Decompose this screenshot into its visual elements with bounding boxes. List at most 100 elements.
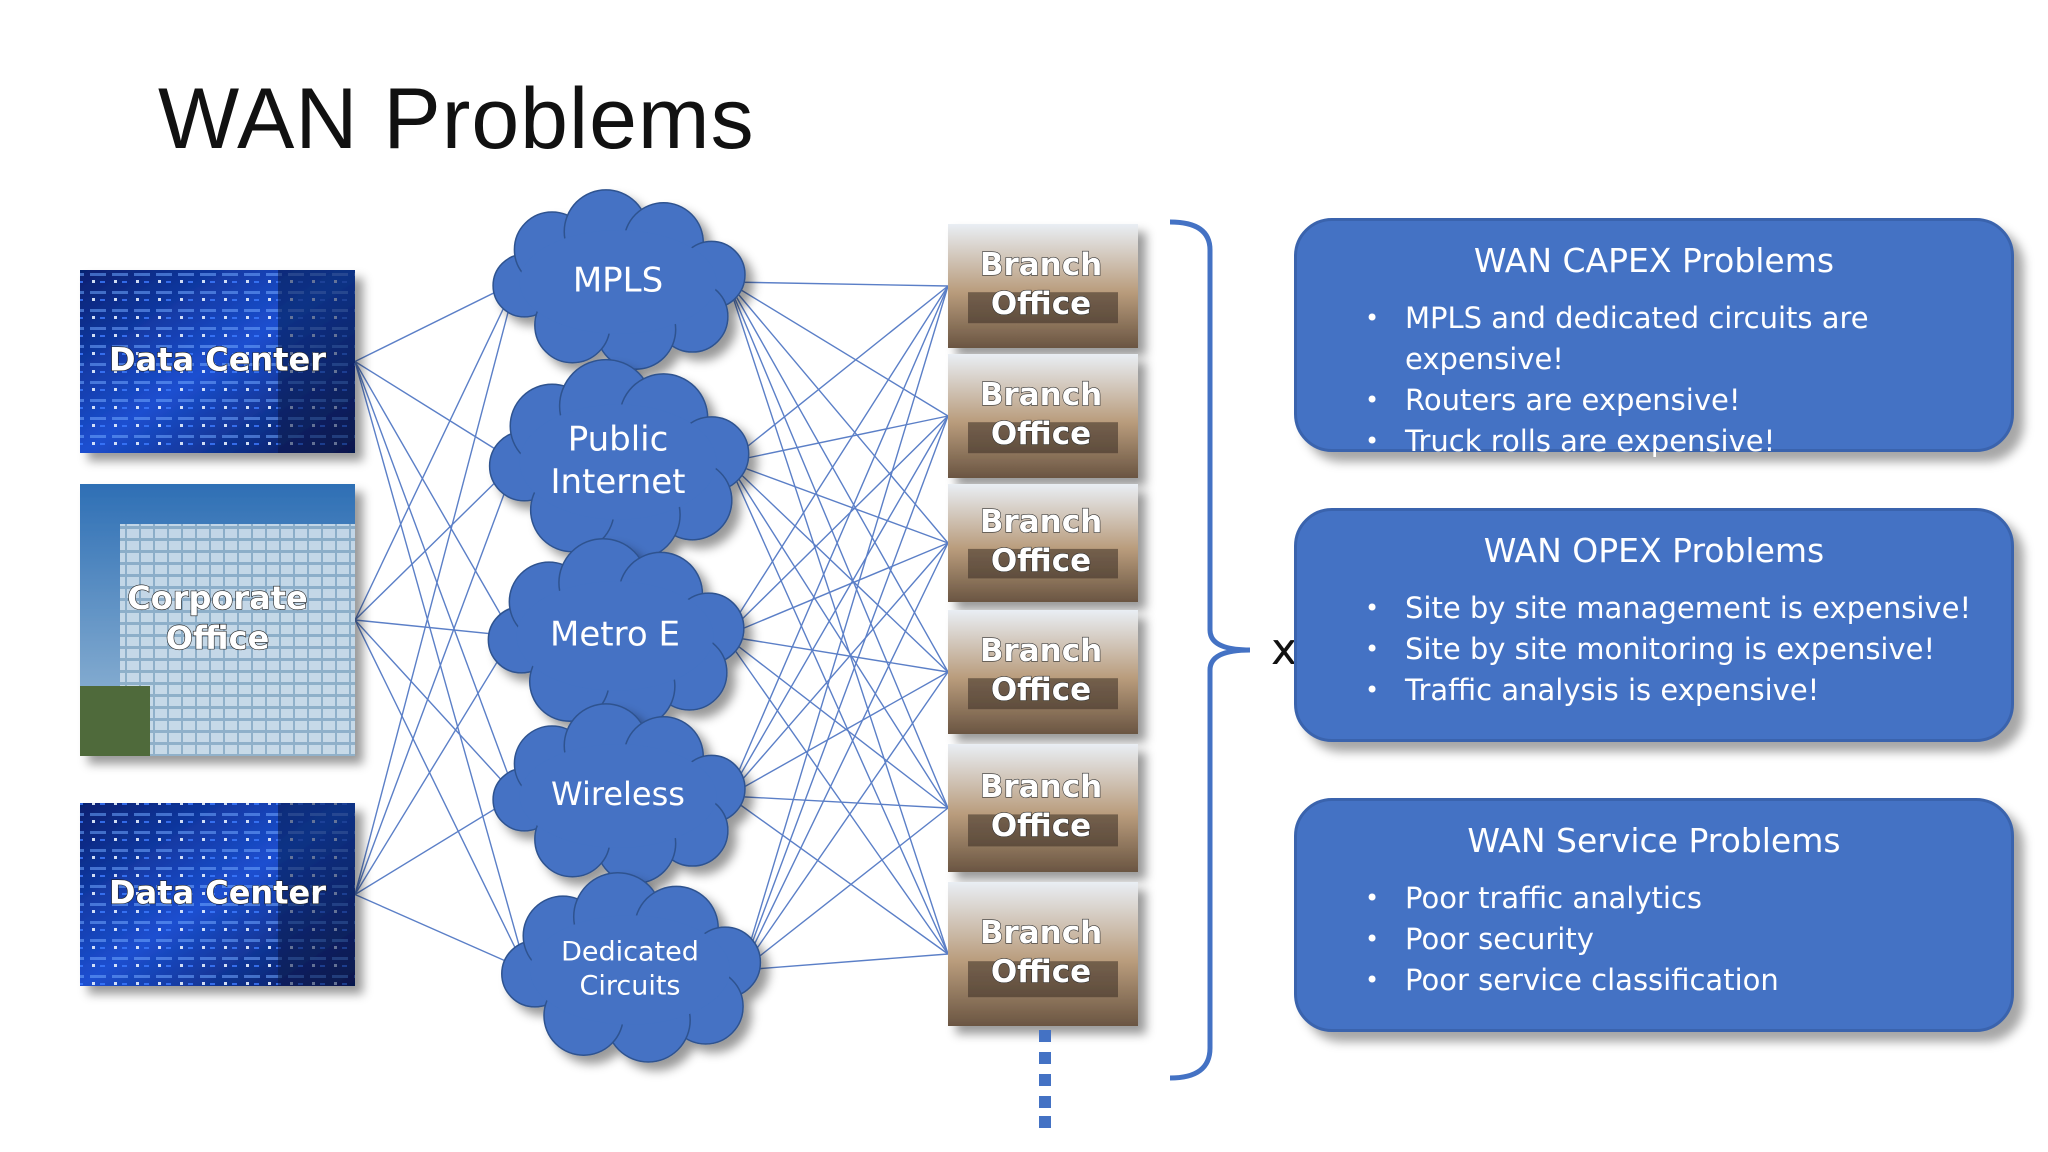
panel-bullet: Traffic analysis is expensive!	[1365, 670, 2011, 711]
branch-office-4	[948, 610, 1138, 734]
problem-panel-1: WAN CAPEX ProblemsMPLS and dedicated cir…	[1294, 218, 2014, 462]
panel-title: WAN Service Problems	[1467, 821, 1841, 860]
link-site-2-cloud-2	[354, 635, 514, 895]
link-cloud-4-branch-0	[741, 285, 949, 971]
link-cloud-2-branch-0	[724, 285, 949, 637]
panel-title: WAN CAPEX Problems	[1473, 241, 1835, 280]
aisle-shade	[278, 803, 355, 986]
link-site-0-cloud-0	[354, 281, 517, 363]
branch-label: Branch	[980, 504, 1102, 540]
site-dc2	[80, 803, 355, 986]
branch-photo	[948, 484, 1138, 602]
cloud-label: Metro E	[550, 615, 680, 655]
link-site-1-cloud-0	[354, 281, 517, 621]
link-site-1-cloud-2	[354, 619, 514, 637]
site-dc1	[80, 270, 355, 453]
link-cloud-0-branch-5	[727, 281, 949, 955]
link-cloud-1-branch-4	[727, 461, 949, 809]
panel-bullet: Routers are expensive!	[1365, 380, 2011, 421]
link-cloud-0-branch-2	[727, 281, 949, 544]
site-label: Data Center	[109, 874, 326, 912]
cloud-fill	[519, 404, 717, 520]
panel-bullet-list: Poor traffic analyticsPoor securityPoor …	[1297, 878, 2011, 1001]
link-cloud-4-branch-3	[741, 671, 949, 971]
cloud-internet	[488, 358, 750, 560]
link-cloud-3-branch-0	[727, 285, 949, 797]
panel-bullet: Truck rolls are expensive!	[1365, 421, 2011, 462]
connection-lines	[354, 281, 949, 971]
panel-bullet: Poor security	[1365, 919, 2011, 960]
link-cloud-4-branch-2	[741, 542, 949, 971]
link-cloud-2-branch-4	[724, 635, 949, 809]
problem-panel-2: WAN OPEX ProblemsSite by site management…	[1294, 508, 2014, 742]
cloud-fill	[529, 915, 731, 1025]
site-label: Office	[166, 619, 270, 657]
continuation-dot	[1039, 1052, 1051, 1064]
cloud-label: Internet	[550, 462, 685, 502]
aisle-shade	[278, 270, 355, 453]
storefront	[968, 292, 1118, 324]
cloud-fill	[516, 581, 714, 691]
cloud-dedicated	[501, 871, 762, 1063]
link-site-1-cloud-4	[354, 619, 527, 971]
storefront	[968, 678, 1118, 710]
link-site-0-cloud-1	[354, 360, 517, 463]
site-label: Corporate	[127, 579, 308, 617]
branch-label: Branch	[980, 633, 1102, 669]
link-cloud-1-branch-0	[727, 285, 949, 463]
link-cloud-3-branch-3	[727, 671, 949, 797]
grouping-brace	[1169, 219, 1251, 1081]
link-cloud-0-branch-3	[727, 281, 949, 673]
problem-panel-3: WAN Service ProblemsPoor traffic analyti…	[1294, 798, 2014, 1032]
link-cloud-4-branch-4	[741, 807, 949, 971]
branch-office-5	[948, 744, 1138, 872]
link-site-0-cloud-2	[354, 361, 514, 637]
branch-label: Office	[991, 416, 1091, 452]
branch-label: Branch	[980, 377, 1102, 413]
branch-office-2	[948, 354, 1138, 478]
panel-title: WAN OPEX Problems	[1483, 531, 1825, 570]
branch-photo	[948, 354, 1138, 478]
storefront	[968, 814, 1118, 847]
link-site-1-cloud-1	[354, 461, 517, 621]
link-cloud-3-branch-4	[727, 795, 949, 809]
link-site-1-cloud-3	[354, 619, 517, 797]
branch-label: Office	[991, 543, 1091, 579]
branch-label: Office	[991, 286, 1091, 322]
link-cloud-3-branch-1	[727, 415, 949, 797]
cloud-label: Wireless	[551, 775, 685, 813]
storefront	[968, 422, 1118, 454]
continuation-dot	[1039, 1116, 1051, 1128]
link-cloud-2-branch-1	[724, 415, 949, 637]
storefront	[968, 548, 1118, 579]
branch-photo	[948, 610, 1138, 734]
building-facade	[120, 524, 355, 756]
cloud-label: Dedicated	[561, 937, 699, 968]
link-cloud-1-branch-5	[727, 461, 949, 955]
branch-office-3	[948, 484, 1138, 602]
panel-bullet: MPLS and dedicated circuits are expensiv…	[1365, 298, 2011, 380]
branch-photo	[948, 224, 1138, 348]
link-cloud-1-branch-3	[727, 461, 949, 673]
cloud-metro	[487, 537, 745, 729]
link-cloud-2-branch-5	[724, 635, 949, 955]
link-site-2-cloud-4	[354, 893, 527, 971]
branch-label: Branch	[980, 769, 1102, 805]
branch-label: Office	[991, 954, 1091, 990]
link-site-2-cloud-1	[354, 461, 517, 895]
link-cloud-0-branch-1	[727, 281, 949, 417]
branch-office-1	[948, 224, 1138, 348]
branch-photo	[948, 744, 1138, 872]
diagram-extras: x	[1039, 219, 1297, 1128]
panel-bullet: Poor traffic analytics	[1365, 878, 2011, 919]
branch-photo	[948, 882, 1138, 1026]
link-site-2-cloud-0	[354, 281, 517, 895]
cloud-label: Public	[568, 419, 669, 459]
continuation-dot	[1039, 1096, 1051, 1108]
storefront	[968, 961, 1118, 998]
panel-bullet: Site by site monitoring is expensive!	[1365, 629, 2011, 670]
